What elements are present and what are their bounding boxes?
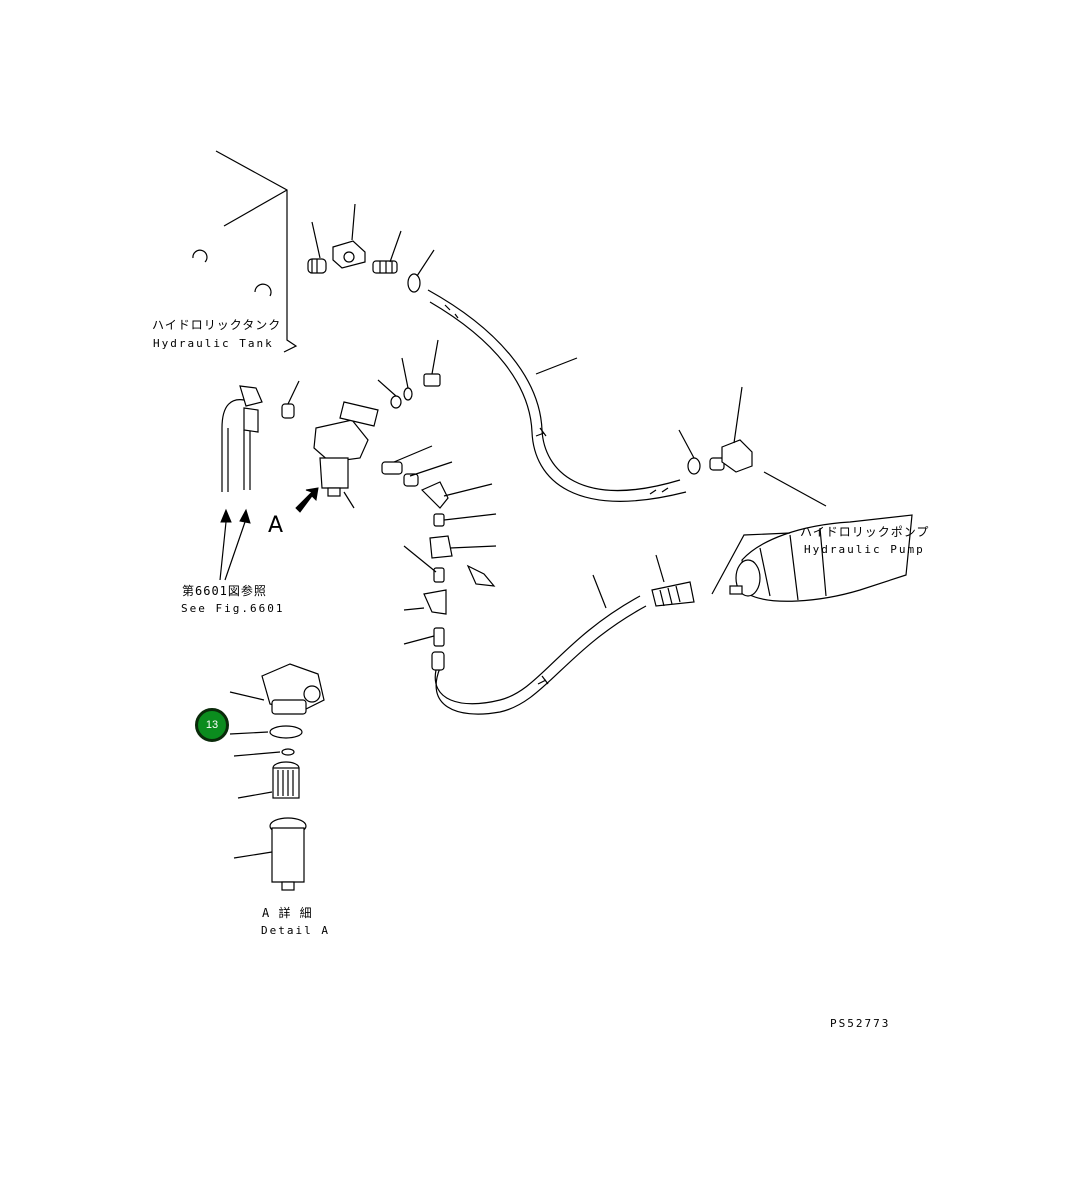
callout-number: 13 [205, 719, 219, 731]
pump-label-en: Hydraulic Pump [804, 543, 925, 556]
reference-tubes [219, 385, 263, 581]
part-callout-13[interactable]: 13 [195, 708, 229, 742]
tank-outlet-fittings [307, 203, 435, 293]
view-arrow [295, 487, 319, 513]
detail-label-jp: A 詳 細 [262, 906, 313, 920]
reference-label-en: See Fig.6601 [181, 602, 285, 615]
pump-label-jp: ハイドロリックポンプ [800, 525, 930, 539]
line-filter [281, 339, 497, 615]
pressure-hose [403, 554, 695, 715]
hydraulic-pump [711, 514, 913, 602]
tank-label-jp: ハイドロリックタンク [152, 318, 282, 332]
reference-label-jp: 第6601図参照 [182, 584, 267, 598]
suction-hose [427, 289, 827, 507]
detail-label-en: Detail A [261, 924, 330, 937]
tank-label-en: Hydraulic Tank [153, 337, 274, 350]
hydraulic-tank [192, 150, 298, 353]
drawing-number: PS52773 [830, 1017, 891, 1030]
detail-a-filter [229, 663, 325, 891]
view-marker-label: A [268, 513, 284, 538]
